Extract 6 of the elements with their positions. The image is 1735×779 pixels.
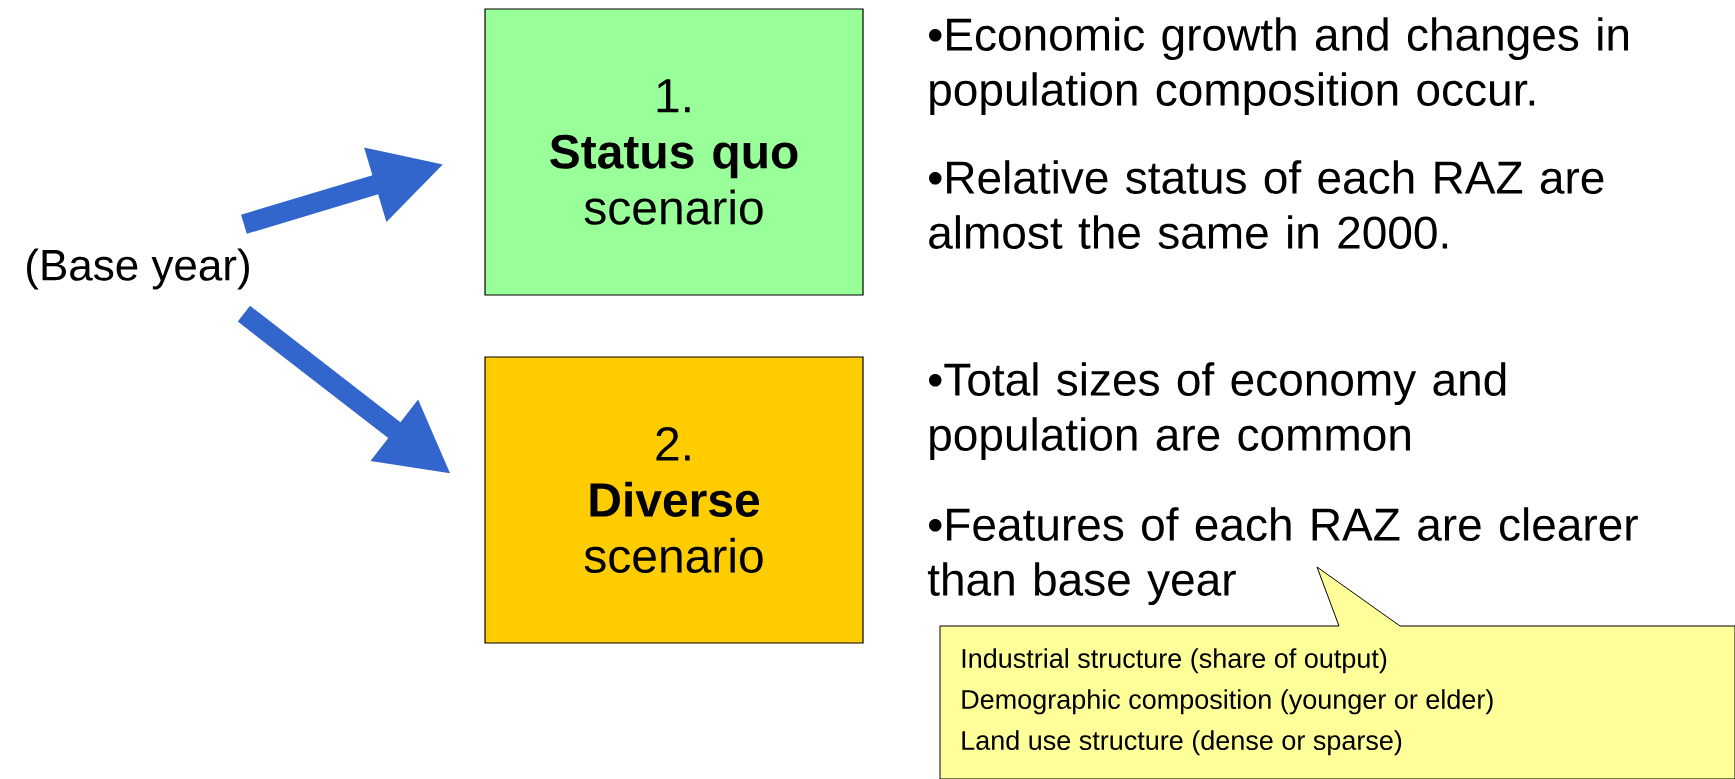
bullet-text: •Economic growth and changes in population composition occur. — [929, 17, 1628, 116]
bullet-text: •Relative status of each RAZ are almost the same in 2000. — [929, 160, 1604, 249]
scenario-box: 1. Status quo scenario — [484, 8, 864, 296]
base-year-text: (Base year) — [27, 248, 249, 290]
scenario-box: 2. Diverse scenario — [484, 356, 864, 644]
bullet-text: •Total sizes of economy and population are common — [929, 362, 1506, 461]
